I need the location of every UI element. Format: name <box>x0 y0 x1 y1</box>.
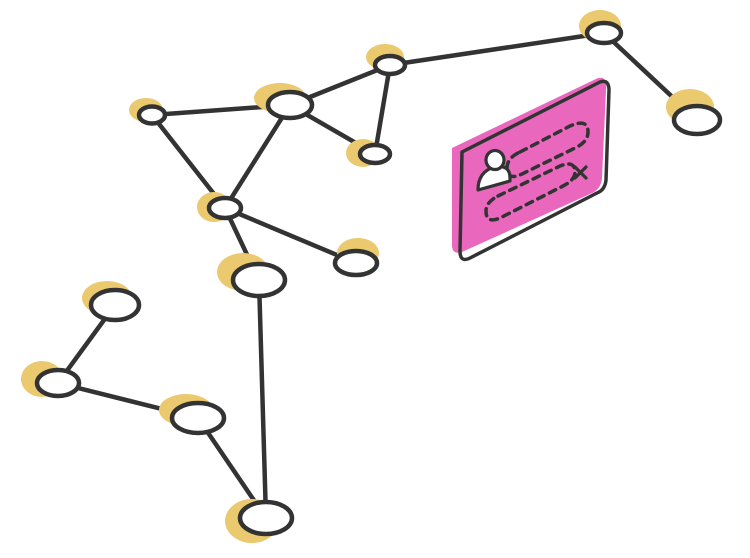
graph-edge <box>222 102 293 211</box>
card-field-name <box>505 121 590 179</box>
graph-node <box>34 367 82 399</box>
graph-edge <box>256 277 269 521</box>
graph-edge <box>387 30 607 68</box>
graph-node <box>88 287 142 323</box>
graph-node <box>206 195 244 221</box>
graph-node <box>357 142 393 166</box>
card-accent-fill <box>452 77 607 253</box>
user-icon <box>476 148 512 192</box>
card-field-detail <box>484 162 577 222</box>
graph-node <box>372 53 408 77</box>
graph-node <box>136 104 168 126</box>
graph-node <box>237 499 295 537</box>
graph-node <box>265 89 315 121</box>
graph-node <box>584 20 624 46</box>
graph-node <box>671 103 723 137</box>
graph-node <box>169 400 227 436</box>
graph-node <box>230 261 288 299</box>
card-outline <box>458 79 611 262</box>
profile-card <box>452 77 611 262</box>
graph-node <box>332 248 380 278</box>
graph-edge <box>372 62 393 157</box>
graph-edge <box>222 205 359 266</box>
graph-nodes <box>34 20 723 537</box>
close-icon <box>573 165 588 180</box>
